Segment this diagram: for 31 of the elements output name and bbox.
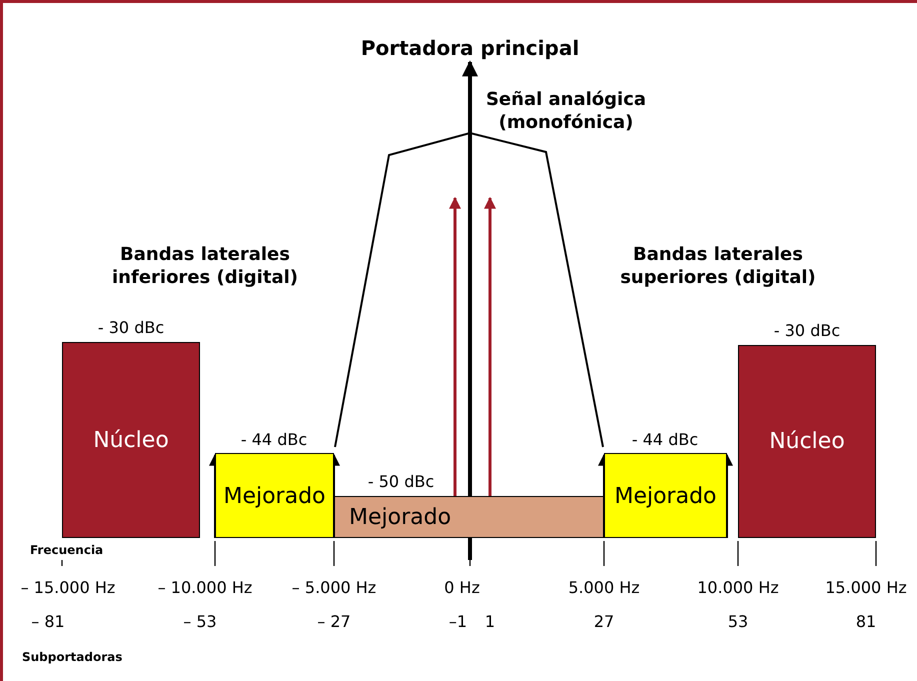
band-caption: Bandas laterales superiores (digital) — [619, 243, 817, 290]
subcarrier-number: – 81 — [31, 612, 65, 631]
level-label: - 30 dBc — [98, 318, 164, 337]
frequency-label: 5.000 Hz — [568, 578, 640, 597]
subcarrier-number: 53 — [728, 612, 748, 631]
band-block: Mejorado — [604, 453, 727, 538]
band-caption: Bandas laterales inferiores (digital) — [111, 243, 299, 290]
frequency-label: 15.000 Hz — [825, 578, 907, 597]
level-label: - 44 dBc — [240, 430, 308, 449]
band-block: Mejorado — [334, 496, 604, 538]
axis-title: Frecuencia — [30, 543, 104, 557]
subcarrier-number: 27 — [594, 612, 614, 631]
frequency-label: – 15.000 Hz — [20, 578, 116, 597]
carrier-label: Señal analógica (monofónica) — [484, 88, 648, 135]
level-label: - 44 dBc — [632, 430, 698, 449]
subcarrier-number: – 53 — [183, 612, 217, 631]
frequency-label: – 5.000 Hz — [292, 578, 376, 597]
axis-title: Subportadoras — [22, 650, 122, 664]
level-label: - 50 dBc — [368, 472, 434, 491]
subcarrier-number: 1 — [484, 612, 496, 631]
frequency-label: 10.000 Hz — [697, 578, 779, 597]
core-band-block: Núcleo — [738, 345, 876, 538]
level-label: - 30 dBc — [774, 321, 840, 340]
frequency-label: 0 Hz — [444, 578, 480, 597]
frequency-label: – 10.000 Hz — [158, 578, 252, 597]
carrier-label: Portadora principal — [360, 36, 580, 60]
band-block: Mejorado — [215, 453, 334, 538]
core-band-block: Núcleo — [62, 342, 200, 538]
subcarrier-number: – 27 — [317, 612, 351, 631]
subcarrier-number: –1 — [448, 612, 468, 631]
subcarrier-number: 81 — [856, 612, 876, 631]
